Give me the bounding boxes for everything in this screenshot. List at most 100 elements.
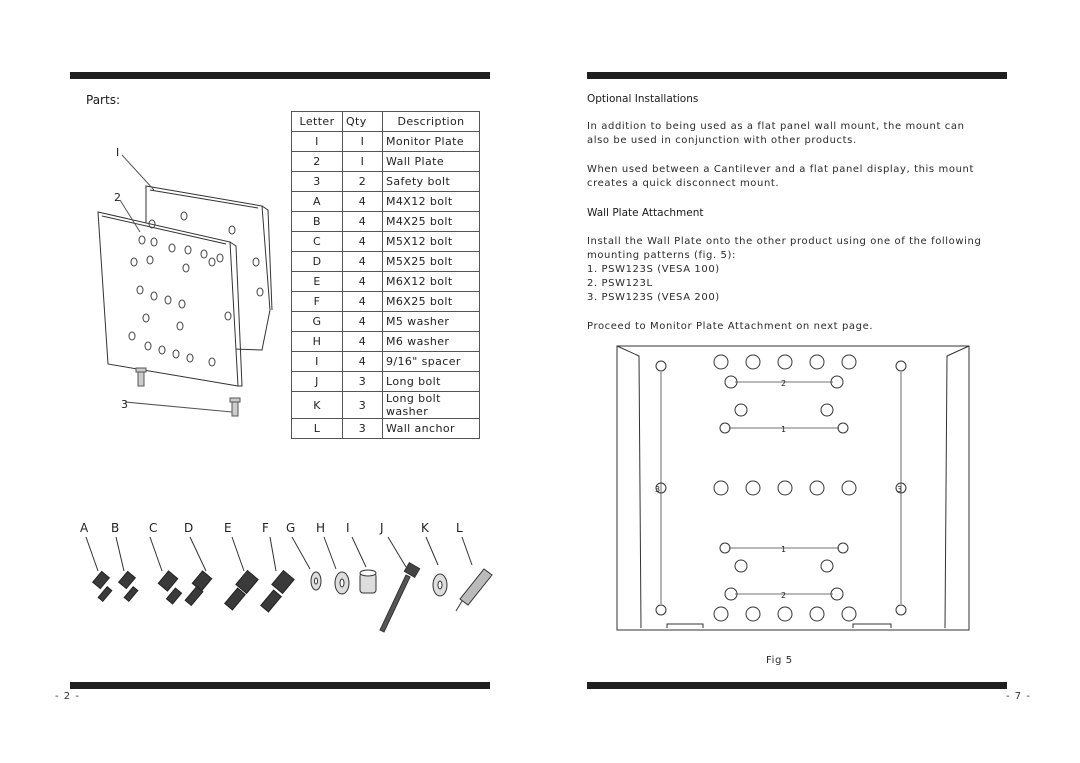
cell-letter: B <box>291 211 343 232</box>
cell-qty: 4 <box>342 311 383 332</box>
cell-qty: 4 <box>342 211 383 232</box>
bolt-d-icon <box>184 570 213 607</box>
column-header-qty: Qty <box>342 111 383 132</box>
fig-label-2-top: 2 <box>781 379 786 388</box>
bolt-f-icon <box>260 569 295 613</box>
cell-letter: K <box>291 391 343 419</box>
hardware-letter: C <box>149 521 158 535</box>
cell-letter: J <box>291 371 343 392</box>
hardware-letter: B <box>111 521 120 535</box>
cell-letter: L <box>291 418 343 439</box>
cell-description: M6X12 bolt <box>382 271 480 292</box>
left-top-rule <box>70 72 490 79</box>
pattern-item-3: 3. PSW123S (VESA 200) <box>587 292 720 303</box>
wall-para-line2: mounting patterns (fig. 5): <box>587 250 736 261</box>
hardware-letter: K <box>421 521 429 535</box>
figure-caption: Fig 5 <box>766 655 793 666</box>
fig-label-3-left: 3 <box>655 485 660 494</box>
callout-monitor-plate: I <box>116 146 120 159</box>
cell-description: M5X25 bolt <box>382 251 480 272</box>
cell-description: 9/16" spacer <box>382 351 480 372</box>
cell-description: Long bolt <box>382 371 480 392</box>
cell-description: M4X25 bolt <box>382 211 480 232</box>
cell-qty: I <box>342 131 383 152</box>
column-header-letter: Letter <box>291 111 343 132</box>
cell-letter: G <box>291 311 343 332</box>
cell-description: Wall anchor <box>382 418 480 439</box>
cell-description: Wall Plate <box>382 151 480 172</box>
hardware-letter: E <box>224 521 232 535</box>
fig-label-2-bottom: 2 <box>781 591 786 600</box>
cell-qty: 2 <box>342 171 383 192</box>
cell-letter: I <box>291 351 343 372</box>
long-bolt-icon <box>379 561 421 633</box>
cell-qty: 4 <box>342 231 383 252</box>
cell-qty: I <box>342 151 383 172</box>
hardware-letter: G <box>286 521 296 535</box>
pattern-item-1: 1. PSW123S (VESA 100) <box>587 264 720 275</box>
optional-para1-line2: also be used in conjunction with other p… <box>587 135 857 146</box>
optional-para1-line1: In addition to being used as a flat pane… <box>587 121 965 132</box>
wall-anchor-icon <box>455 568 493 612</box>
bolt-b-icon <box>117 570 139 602</box>
parts-title: Parts: <box>86 93 120 107</box>
bolt-e-icon <box>224 569 259 611</box>
wall-plate-attachment-title: Wall Plate Attachment <box>587 207 704 219</box>
pattern-item-2: 2. PSW123L <box>587 278 653 289</box>
spacer-icon <box>359 569 377 594</box>
right-page-number: - 7 - <box>1006 691 1031 702</box>
hardware-illustration <box>85 536 493 633</box>
optional-para2-line1: When used between a Cantilever and a fla… <box>587 164 974 175</box>
cell-letter: A <box>291 191 343 212</box>
cell-description: Monitor Plate <box>382 131 480 152</box>
proceed-note: Proceed to Monitor Plate Attachment on n… <box>587 321 874 332</box>
hardware-letter: J <box>380 521 384 535</box>
cell-qty: 4 <box>342 331 383 352</box>
cell-qty: 3 <box>342 391 383 419</box>
hardware-letter: H <box>316 521 326 535</box>
cell-description: M6 washer <box>382 331 480 352</box>
cell-qty: 4 <box>342 291 383 312</box>
right-top-rule <box>587 72 1007 79</box>
cell-letter: E <box>291 271 343 292</box>
cell-letter: C <box>291 231 343 252</box>
wall-para-line1: Install the Wall Plate onto the other pr… <box>587 236 982 247</box>
left-bottom-rule <box>70 682 490 689</box>
right-bottom-rule <box>587 682 1007 689</box>
callout-wall-plate: 2 <box>114 191 121 204</box>
table-header-row: Letter Qty Description <box>291 111 480 132</box>
left-page-number: - 2 - <box>55 691 80 702</box>
fig-label-1-top: 1 <box>781 425 786 434</box>
hardware-letter: I <box>346 521 350 535</box>
fig-label-3-right: 3 <box>897 485 902 494</box>
cell-qty: 3 <box>342 371 383 392</box>
cell-description: M6X25 bolt <box>382 291 480 312</box>
cell-qty: 4 <box>342 251 383 272</box>
cell-description: Safety bolt <box>382 171 480 192</box>
cell-description: Long bolt washer <box>382 391 480 419</box>
fig-label-1-bottom: 1 <box>781 545 786 554</box>
optional-installations-title: Optional Installations <box>587 93 699 105</box>
cell-letter: D <box>291 251 343 272</box>
fig5-wall-plate-diagram: 2 1 3 3 1 2 <box>616 345 970 631</box>
callout-safety-bolt: 3 <box>121 398 128 411</box>
hardware-letter: F <box>262 521 269 535</box>
cell-qty: 4 <box>342 351 383 372</box>
cell-letter: I <box>291 131 343 152</box>
cell-letter: H <box>291 331 343 352</box>
mount-plates-illustration <box>97 154 273 417</box>
cell-qty: 4 <box>342 271 383 292</box>
